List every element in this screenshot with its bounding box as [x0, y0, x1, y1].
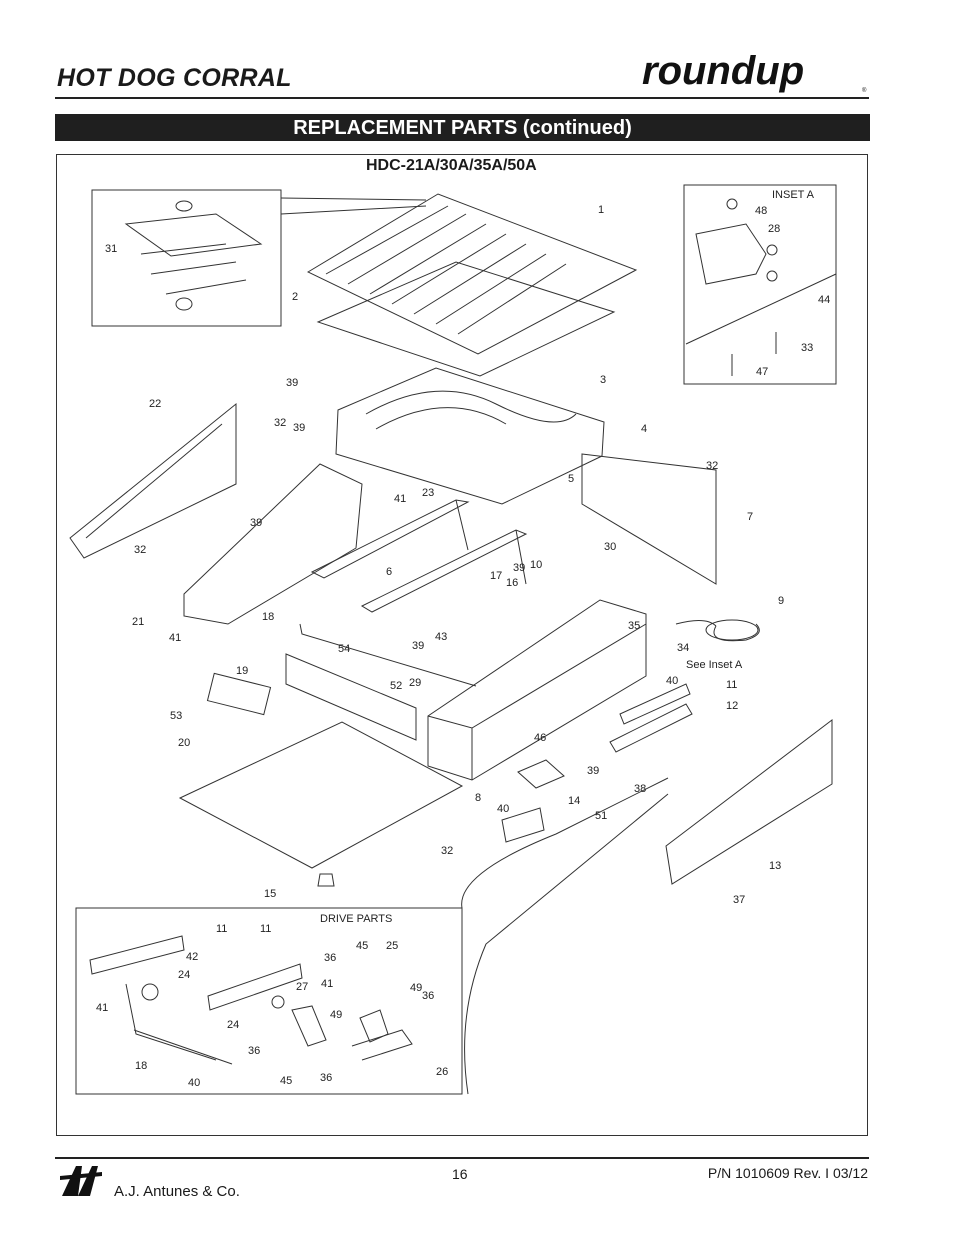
- svg-text:®: ®: [862, 87, 867, 94]
- part-callout: 39: [250, 517, 262, 529]
- aj-antunes-logo: A.J. Antunes & Co.: [58, 1162, 240, 1202]
- part-callout: 39: [587, 765, 599, 777]
- see-inset-label: See Inset A: [686, 659, 743, 671]
- part-callout: 44: [818, 294, 830, 306]
- part-callout: 41: [96, 1002, 108, 1014]
- part-callout: 43: [435, 631, 447, 643]
- part-callout: 51: [595, 810, 607, 822]
- part-callout: 15: [264, 888, 276, 900]
- part-callout: 39: [293, 422, 305, 434]
- document-title: HOT DOG CORRAL: [57, 64, 292, 92]
- part-callout: 48: [755, 205, 767, 217]
- brand-text: roundup: [642, 50, 804, 93]
- part-callout: 23: [422, 487, 434, 499]
- part-callout: 22: [149, 398, 161, 410]
- part-callout: 26: [436, 1066, 448, 1078]
- part-callout: 12: [726, 700, 738, 712]
- part-callout: 19: [236, 665, 248, 677]
- part-callout: 39: [412, 640, 424, 652]
- part-callout: 53: [170, 710, 182, 722]
- part-callout: 13: [769, 860, 781, 872]
- inset-a-label: INSET A: [772, 189, 815, 201]
- part-callout: 40: [497, 803, 509, 815]
- part-callout: 42: [186, 951, 198, 963]
- part-callout: 45: [280, 1075, 292, 1087]
- part-callout: 35: [628, 620, 640, 632]
- part-callout: 29: [409, 677, 421, 689]
- part-callout: 49: [330, 1009, 342, 1021]
- part-callout: 14: [568, 795, 580, 807]
- section-title-bar: REPLACEMENT PARTS (continued): [55, 114, 870, 141]
- part-callout: 10: [530, 559, 542, 571]
- drive-parts-box: [75, 907, 463, 1095]
- part-callout: 36: [320, 1072, 332, 1084]
- part-callout: 24: [227, 1019, 239, 1031]
- part-callout: 4: [641, 423, 647, 435]
- part-callout: 3: [600, 374, 606, 386]
- part-callout: 21: [132, 616, 144, 628]
- part-callout: 17: [490, 570, 502, 582]
- part-callout: 33: [801, 342, 813, 354]
- part-callout: 18: [135, 1060, 147, 1072]
- part-callout: 54: [338, 643, 350, 655]
- part-number: P/N 1010609 Rev. I 03/12: [707, 1165, 868, 1181]
- part-callout: 2: [292, 291, 298, 303]
- part-callout: 32: [441, 845, 453, 857]
- footer-divider: [55, 1157, 869, 1159]
- part-callout: 20: [178, 737, 190, 749]
- part-callout: 39: [286, 377, 298, 389]
- part-callout: 18: [262, 611, 274, 623]
- header-divider: [55, 97, 869, 99]
- inset-a-box: [683, 184, 837, 385]
- part-callout: 36: [324, 952, 336, 964]
- page-number: 16: [452, 1166, 468, 1182]
- part-callout: 16: [506, 577, 518, 589]
- part-callout: 9: [778, 595, 784, 607]
- part-callout: 1: [598, 204, 604, 216]
- part-callout: 52: [390, 680, 402, 692]
- part-callout: 28: [768, 223, 780, 235]
- part-callout: 24: [178, 969, 190, 981]
- diagram-frame: [56, 154, 868, 1136]
- part-callout: 32: [134, 544, 146, 556]
- part-callout: 11: [726, 679, 737, 691]
- exploded-parts-diagram: 1 2 3 4 5 6 7 8 9 10 11 12 13 14 15 16 1…: [69, 184, 837, 1095]
- part-callout: 32: [706, 460, 718, 472]
- part-callout: 41: [321, 978, 333, 990]
- part-callout: 34: [677, 642, 689, 654]
- aj-monogram-icon: [60, 1166, 102, 1196]
- part-callout: 6: [386, 566, 392, 578]
- drive-parts-label: DRIVE PARTS: [320, 913, 392, 925]
- part-callout: 46: [534, 732, 546, 744]
- part-callout: 8: [475, 792, 481, 804]
- part-callout: 11: [216, 923, 227, 935]
- part-callout: 39: [513, 562, 525, 574]
- part-callout: 41: [394, 493, 406, 505]
- part-callout: 40: [666, 675, 678, 687]
- part-callout: 5: [568, 473, 574, 485]
- part-callout: 7: [747, 511, 753, 523]
- part-callout: 37: [733, 894, 745, 906]
- inset-31-box: [91, 189, 282, 327]
- part-callout: 40: [188, 1077, 200, 1089]
- part-callout: 36: [422, 990, 434, 1002]
- part-callout: 30: [604, 541, 616, 553]
- part-callout: 45: [356, 940, 368, 952]
- part-callout: 32: [274, 417, 286, 429]
- part-callout: 25: [386, 940, 398, 952]
- part-callout: 11: [260, 923, 271, 935]
- part-callout: 36: [248, 1045, 260, 1057]
- model-title: HDC-21A/30A/35A/50A: [366, 157, 537, 174]
- part-callout: 41: [169, 632, 181, 644]
- part-callout: 27: [296, 981, 308, 993]
- part-callout: 31: [105, 243, 117, 255]
- part-callout: 47: [756, 366, 768, 378]
- part-callout: 38: [634, 783, 646, 795]
- company-name: A.J. Antunes & Co.: [114, 1183, 240, 1200]
- part-callout: 49: [410, 982, 422, 994]
- roundup-logo: roundup ®: [640, 49, 872, 94]
